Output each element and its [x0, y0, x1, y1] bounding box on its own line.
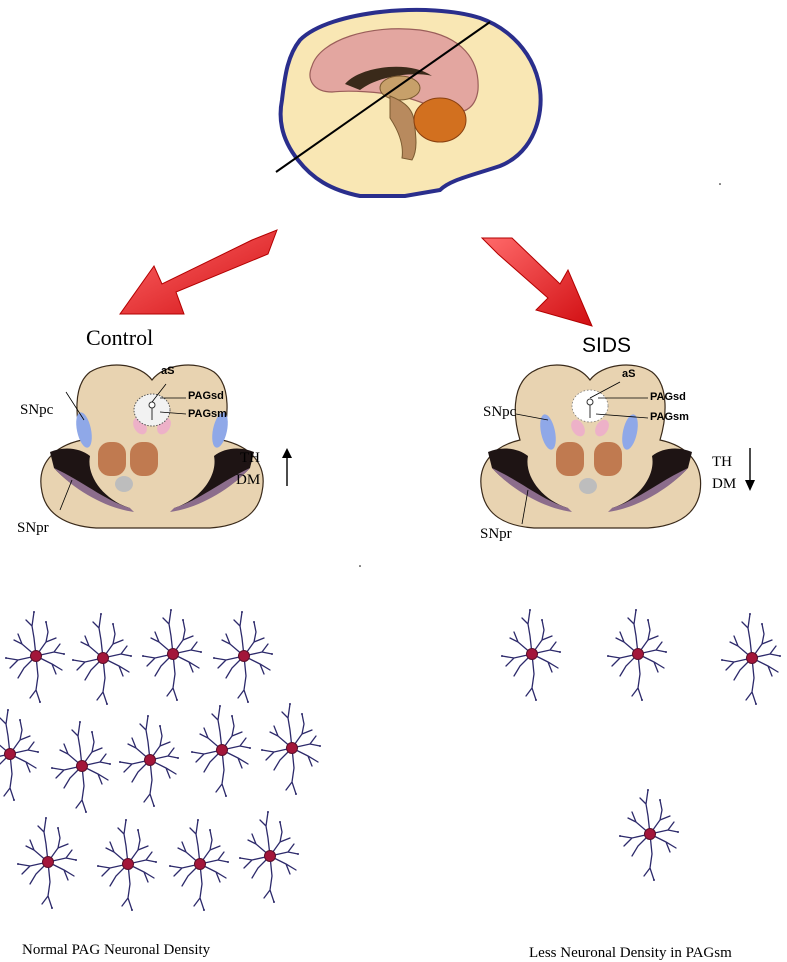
sids-label-pagsd: PAGsd — [650, 391, 686, 403]
control-label-pagsm: PAGsm — [188, 408, 227, 420]
control-midbrain-section — [40, 364, 292, 529]
control-label-snpc: SNpc — [20, 402, 54, 418]
control-heading: Control — [86, 325, 154, 350]
control-caption: Normal PAG Neuronal Density — [22, 942, 211, 958]
brainstem — [389, 95, 417, 161]
control-neuron-field — [0, 608, 322, 912]
arrow-to-control — [119, 229, 278, 315]
control-label-pagsd: PAGsd — [188, 390, 224, 402]
neuron — [71, 612, 133, 706]
neuron — [238, 810, 300, 904]
neuron — [141, 608, 203, 702]
sids-label-th: TH — [712, 454, 732, 470]
control-label-th: TH — [240, 450, 260, 466]
neuron — [4, 610, 66, 704]
sids-caption: Less Neuronal Density in PAGsm — [529, 945, 732, 961]
sids-heading: SIDS — [582, 334, 632, 357]
arrow-to-sids — [480, 237, 593, 327]
sids-label-snpr: SNpr — [480, 526, 512, 542]
section-line — [275, 21, 491, 173]
thalamus — [379, 75, 421, 101]
head-illustration — [275, 7, 721, 198]
sids-label-as: aS — [622, 368, 636, 380]
neuron — [500, 608, 562, 702]
sids-label-snpc: SNpc — [483, 404, 517, 420]
neuron — [606, 608, 668, 702]
neuron — [212, 610, 274, 704]
neuron — [190, 704, 252, 798]
sids-label-pagsm: PAGsm — [650, 411, 689, 423]
neuron — [16, 816, 78, 910]
neuron — [618, 788, 680, 882]
sids-midbrain-section — [480, 364, 755, 529]
control-label-as: aS — [161, 365, 175, 377]
neuron — [96, 818, 158, 912]
control-label-snpr: SNpr — [17, 520, 49, 536]
cerebellum — [413, 97, 467, 143]
corpus-callosum — [345, 66, 432, 90]
neuron — [720, 612, 782, 706]
neuron — [168, 818, 230, 912]
control-label-dm: DM — [236, 472, 261, 488]
neuron — [260, 702, 322, 796]
neuron — [118, 714, 180, 808]
sids-neuron-field — [500, 608, 782, 882]
neuron — [0, 708, 40, 802]
sids-label-dm: DM — [712, 476, 737, 492]
neuron — [50, 720, 112, 814]
